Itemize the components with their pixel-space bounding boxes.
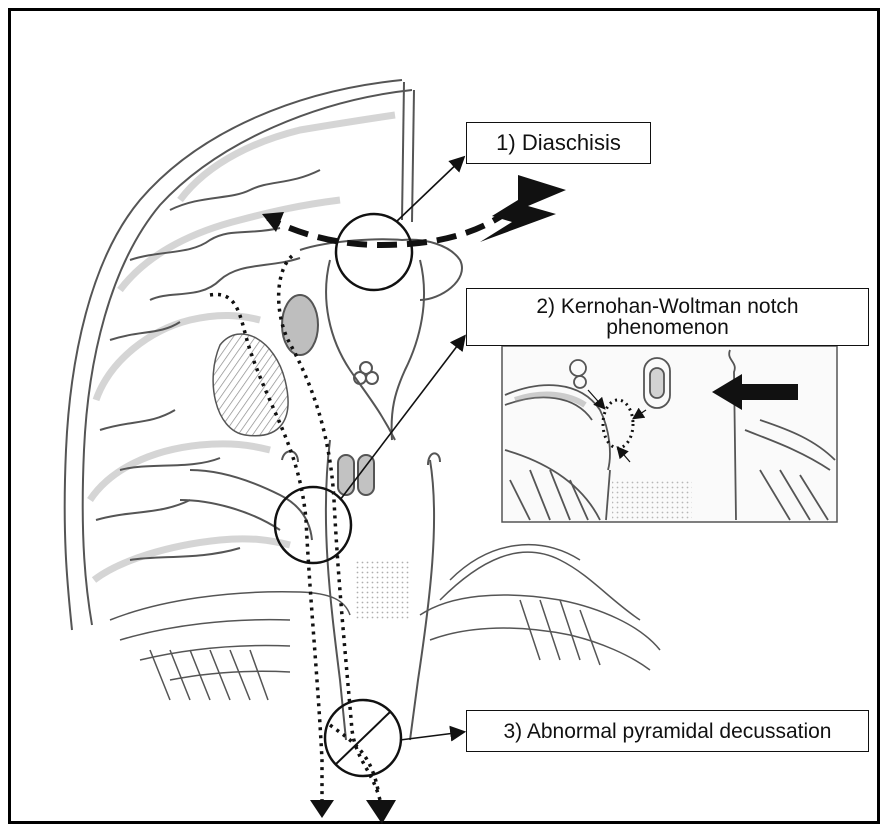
- pons-hatching: [355, 560, 410, 620]
- thalamus-shade: [213, 334, 288, 436]
- ventricles: [300, 239, 462, 440]
- pointer-notch: [340, 337, 464, 500]
- notch-circle: [275, 487, 351, 563]
- pointer-decussation: [400, 732, 463, 740]
- diaschisis-circle: [336, 214, 412, 290]
- label-decussation-text: 3) Abnormal pyramidal decussation: [503, 721, 831, 742]
- arrow-down-left: [310, 800, 334, 818]
- label-kernohan-woltman: 2) Kernohan-Woltman notch phenomenon: [466, 288, 869, 346]
- label-diaschisis: 1) Diaschisis: [466, 122, 651, 164]
- label-kernohan-line2: phenomenon: [606, 317, 729, 338]
- pointer-diaschisis: [396, 158, 463, 222]
- label-diaschisis-text: 1) Diaschisis: [496, 132, 621, 154]
- temporal-lobe: [180, 470, 312, 540]
- lightning-bolt-icon: [480, 175, 566, 242]
- notch-inset: [502, 346, 837, 522]
- label-kernohan-line1: 2) Kernohan-Woltman notch: [536, 296, 798, 317]
- arrow-down-right: [366, 800, 396, 824]
- tract-cross-dotted: [330, 725, 378, 790]
- label-decussation: 3) Abnormal pyramidal decussation: [466, 710, 869, 752]
- putamen: [282, 295, 318, 355]
